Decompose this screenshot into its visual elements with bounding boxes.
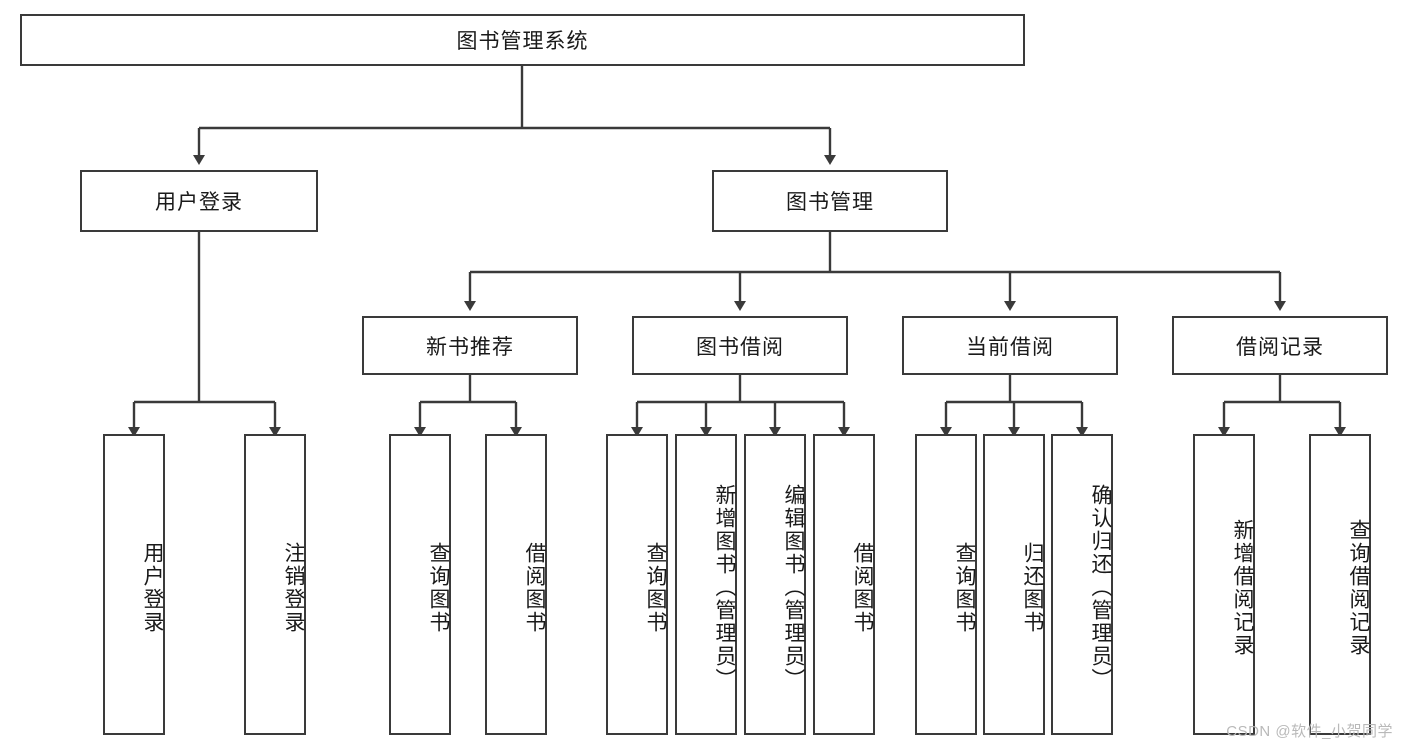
node-book-borrow[interactable]: 图书借阅: [632, 316, 848, 375]
node-label: 图书管理: [786, 191, 874, 214]
node-leaf-query-book-1[interactable]: 查询图书: [389, 434, 451, 735]
node-label: 用户登录: [155, 191, 243, 214]
node-root-system[interactable]: 图书管理系统: [20, 14, 1025, 66]
node-leaf-borrow-book-2[interactable]: 借阅图书: [813, 434, 875, 735]
node-label: 归还图书: [1021, 541, 1044, 634]
node-label: 当前借阅: [966, 335, 1054, 359]
watermark-text: CSDN @软件_小贺同学: [1226, 723, 1393, 740]
node-label: 编辑图书（管理员）: [782, 484, 805, 691]
node-leaf-edit-book[interactable]: 编辑图书（管理员）: [744, 434, 806, 735]
node-label: 用户登录: [141, 541, 164, 634]
node-current-borrow[interactable]: 当前借阅: [902, 316, 1118, 375]
node-label: 借阅记录: [1236, 335, 1324, 359]
node-leaf-confirm-return[interactable]: 确认归还（管理员）: [1051, 434, 1113, 735]
node-leaf-add-borrow-record[interactable]: 新增借阅记录: [1193, 434, 1255, 735]
node-leaf-query-borrow-record[interactable]: 查询借阅记录: [1309, 434, 1371, 735]
node-leaf-return-book[interactable]: 归还图书: [983, 434, 1045, 735]
node-leaf-user-login[interactable]: 用户登录: [103, 434, 165, 735]
node-label: 查询图书: [427, 541, 450, 634]
node-leaf-query-book-2[interactable]: 查询图书: [606, 434, 668, 735]
node-label: 新书推荐: [426, 335, 514, 359]
node-new-book-recommend[interactable]: 新书推荐: [362, 316, 578, 375]
node-leaf-logout-login[interactable]: 注销登录: [244, 434, 306, 735]
node-label: 借阅图书: [523, 541, 546, 634]
node-label: 图书借阅: [696, 335, 784, 359]
node-leaf-add-book[interactable]: 新增图书（管理员）: [675, 434, 737, 735]
node-label: 借阅图书: [851, 541, 874, 634]
node-label: 查询图书: [953, 541, 976, 634]
node-label: 新增图书（管理员）: [713, 484, 736, 691]
node-user-login[interactable]: 用户登录: [80, 170, 318, 232]
node-label: 注销登录: [282, 541, 305, 634]
node-leaf-borrow-book-1[interactable]: 借阅图书: [485, 434, 547, 735]
node-label: 查询借阅记录: [1347, 518, 1370, 657]
node-label: 图书管理系统: [456, 30, 589, 53]
node-label: 新增借阅记录: [1231, 518, 1254, 657]
node-borrow-record[interactable]: 借阅记录: [1172, 316, 1388, 375]
node-label: 确认归还（管理员）: [1089, 484, 1112, 691]
node-label: 查询图书: [644, 541, 667, 634]
node-book-management[interactable]: 图书管理: [712, 170, 948, 232]
node-leaf-query-book-3[interactable]: 查询图书: [915, 434, 977, 735]
